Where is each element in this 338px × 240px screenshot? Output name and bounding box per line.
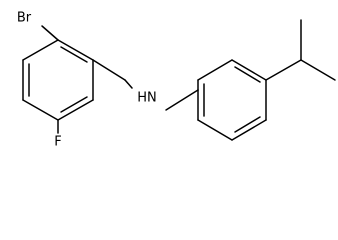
benzene-ring-right: [197, 59, 267, 141]
isopropyl-group: [265, 19, 336, 81]
bond: [231, 59, 267, 81]
bond-ch2-to-nh: [124, 79, 133, 89]
bond-ch-to-methyl-right: [300, 59, 336, 81]
bond: [22, 39, 59, 61]
benzene-ring-left: [22, 39, 94, 121]
fluorine-label: F: [54, 135, 61, 150]
amine-label: HN: [137, 91, 157, 106]
double-bond-inner: [60, 46, 88, 63]
bond: [57, 39, 94, 61]
bond: [197, 59, 233, 81]
bond: [22, 99, 59, 121]
bond-ring-to-ch: [265, 59, 302, 81]
bond-nh-to-ring: [165, 89, 199, 111]
bond-ring-to-ch2: [92, 59, 126, 81]
bond: [197, 119, 233, 141]
double-bond-inner: [234, 116, 261, 133]
bond: [57, 99, 94, 121]
molecule-structure: Br F HN: [17, 11, 336, 150]
bond-to-bromine: [41, 25, 59, 41]
double-bond-inner: [234, 66, 261, 83]
bromine-label: Br: [17, 11, 32, 26]
bond: [231, 119, 267, 141]
double-bond-inner: [60, 96, 88, 113]
